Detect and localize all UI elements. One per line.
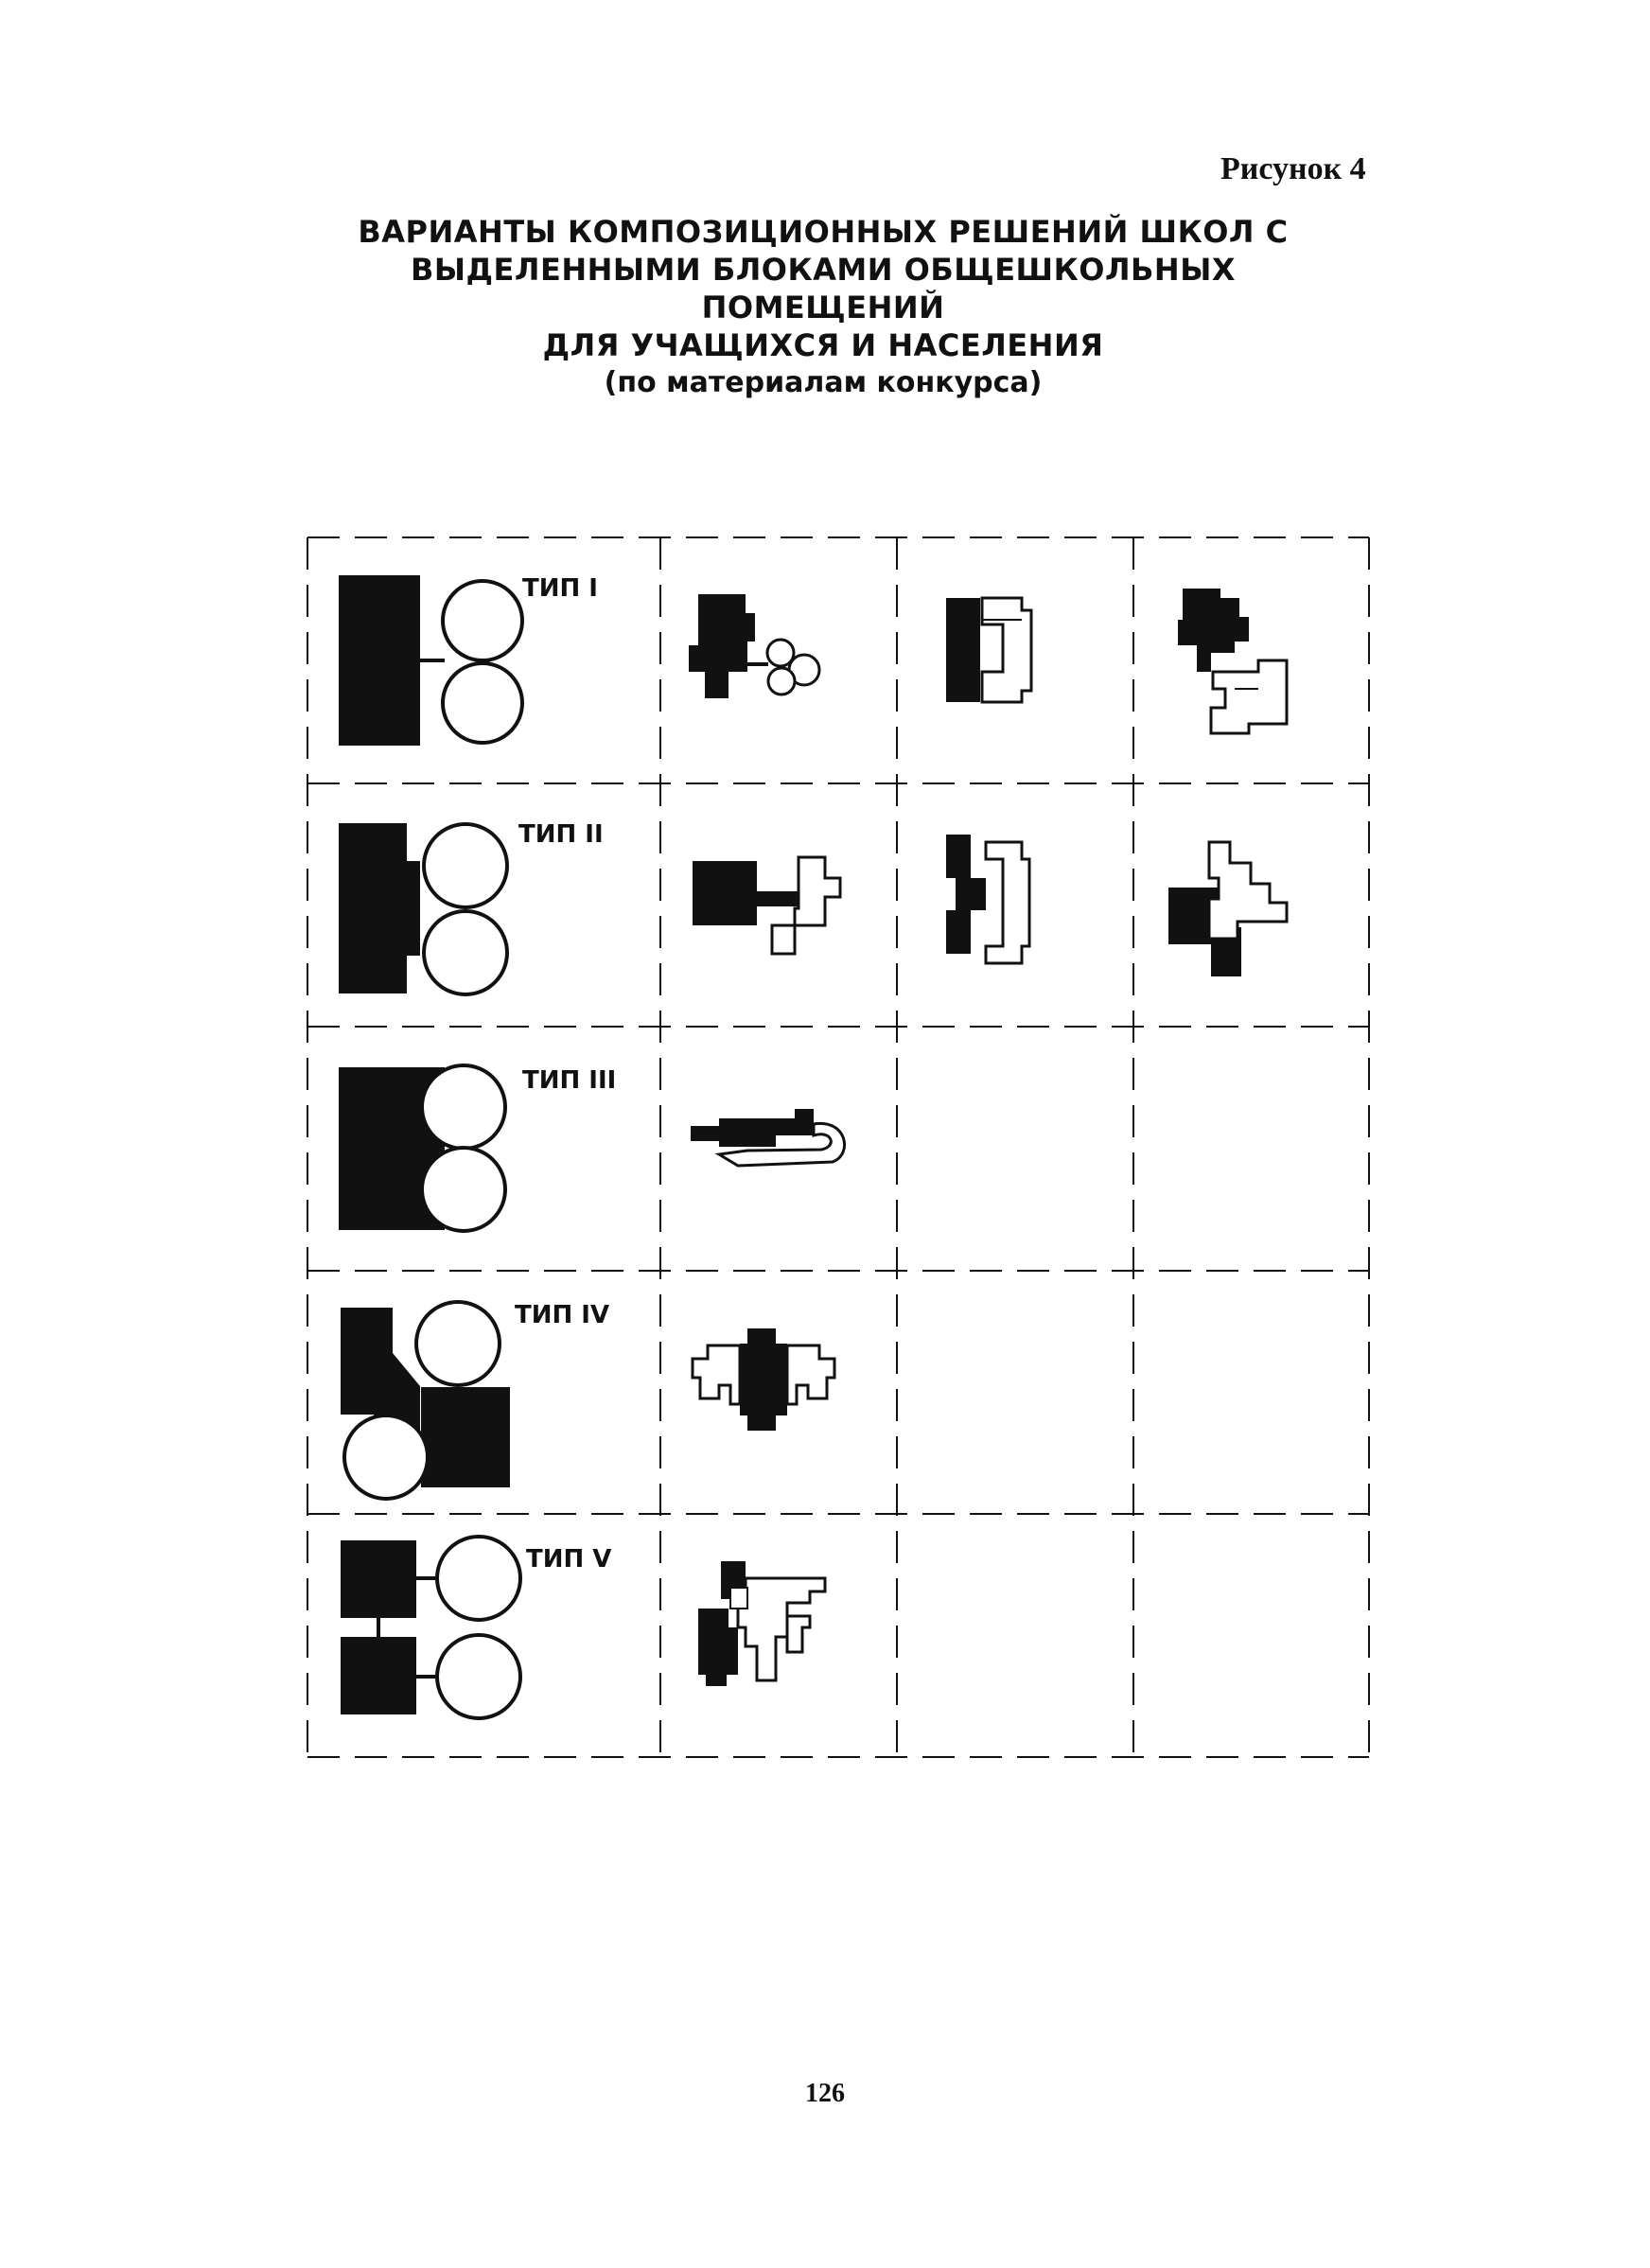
type-3-circle-bottom xyxy=(420,1146,507,1233)
type-2-plan-1 xyxy=(693,855,842,956)
title-line-1: ВАРИАНТЫ КОМПОЗИЦИОННЫХ РЕШЕНИЙ ШКОЛ С xyxy=(358,214,1289,250)
type-1-plan-2 xyxy=(946,596,1033,704)
type-3-label: ТИП III xyxy=(522,1066,616,1095)
type-2-circle-top xyxy=(422,822,509,909)
figure-title: ВАРИАНТЫ КОМПОЗИЦИОННЫХ РЕШЕНИЙ ШКОЛ С В… xyxy=(284,213,1362,402)
type-5-block-top xyxy=(341,1540,416,1618)
type-4-label: ТИП IV xyxy=(515,1301,609,1329)
figure-label: Рисунок 4 xyxy=(1220,151,1366,186)
type-5-circle-bottom xyxy=(435,1633,522,1720)
type-1-scheme: ТИП I xyxy=(339,574,598,746)
type-4-scheme: ТИП IV xyxy=(341,1300,609,1501)
type-3-scheme: ТИП III xyxy=(339,1064,616,1233)
type-5-block-bottom xyxy=(341,1637,416,1714)
type-2-plan-2 xyxy=(946,835,1031,965)
type-5-plan-1 xyxy=(698,1561,827,1686)
figure-drawing: ТИП I xyxy=(307,536,1370,1758)
type-2-plan-3 xyxy=(1168,840,1289,976)
type-1-circle-top xyxy=(441,579,524,662)
type-3-block xyxy=(339,1067,445,1230)
type-2-label: ТИП II xyxy=(518,820,604,849)
type-4-circle-bottom xyxy=(342,1414,430,1501)
title-line-2: ВЫДЕЛЕННЫМИ БЛОКАМИ ОБЩЕШКОЛЬНЫХ ПОМЕЩЕН… xyxy=(410,252,1237,325)
type-2-block xyxy=(339,823,420,993)
figure-subtitle: (по материалам конкурса) xyxy=(604,366,1043,399)
type-4-block-bottom xyxy=(421,1387,510,1487)
composition-types-figure: ТИП I xyxy=(303,530,1381,1765)
type-5-label: ТИП V xyxy=(526,1545,611,1574)
type-4-plan-1 xyxy=(691,1328,836,1431)
type-3-circle-top xyxy=(420,1064,507,1151)
table-grid xyxy=(307,536,1370,1758)
type-1-plan-3 xyxy=(1178,589,1289,735)
type-1-block xyxy=(339,575,420,746)
type-2-circle-bottom xyxy=(422,909,509,996)
type-5-scheme: ТИП V xyxy=(341,1535,611,1720)
type-4-circle-top xyxy=(414,1300,501,1387)
type-3-plan-1 xyxy=(691,1109,847,1168)
type-5-circle-top xyxy=(435,1535,522,1622)
type-1-plan-1 xyxy=(689,594,821,698)
title-line-3: ДЛЯ УЧАЩИХСЯ И НАСЕЛЕНИЯ xyxy=(542,327,1104,363)
page-number: 126 xyxy=(805,2079,845,2108)
type-2-scheme: ТИП II xyxy=(339,820,604,996)
type-1-circle-bottom xyxy=(441,661,524,745)
type-1-label: ТИП I xyxy=(522,574,598,603)
